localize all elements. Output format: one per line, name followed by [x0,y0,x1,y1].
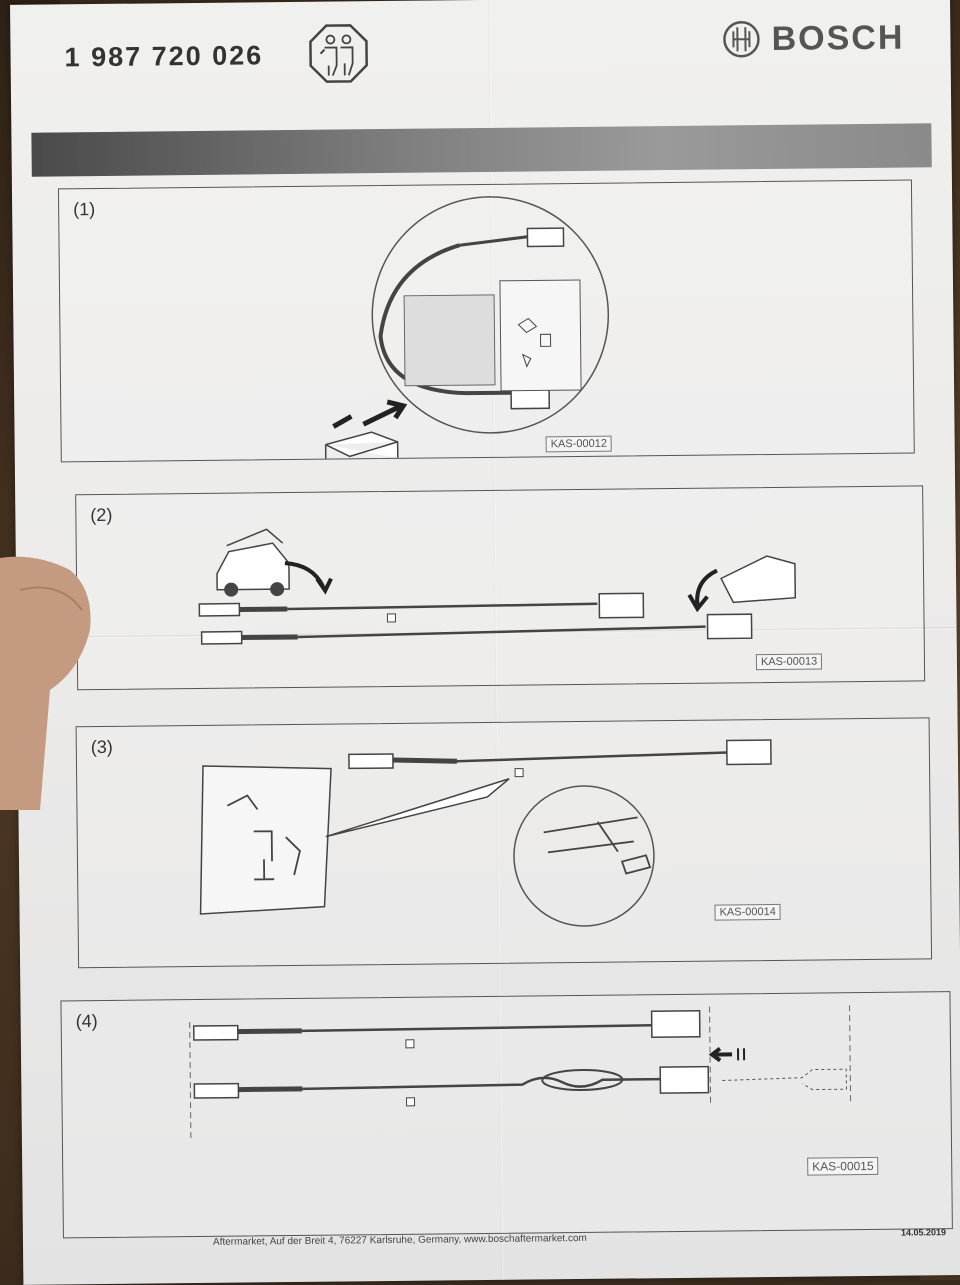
footer-date: 14.05.2019 [900,1227,947,1238]
step-panel-2: (2) KAS-00013 [75,485,926,691]
step-panel-3: (3) KAS-00014 [75,717,933,969]
bosch-armature-logo [723,21,760,58]
step-panel-1: (1) KAS-00012 [57,179,915,463]
step-3-illustration [199,739,772,927]
step-panel-4: (4) KAS-00015 [60,991,953,1239]
hand [0,556,91,810]
step-1-illustration [324,196,610,459]
part-number: 1 987 720 026 [64,40,264,73]
brand-name: BOSCH [771,18,905,58]
instruction-sheet: 1 987 720 026 BOSCH (1) KAS-00012 [10,0,960,1285]
step-4-illustration [189,1005,852,1141]
step-2-illustration [198,528,797,645]
header-band [31,123,932,177]
professional-installer-icon [309,24,368,83]
brand-block: BOSCH [721,18,905,60]
